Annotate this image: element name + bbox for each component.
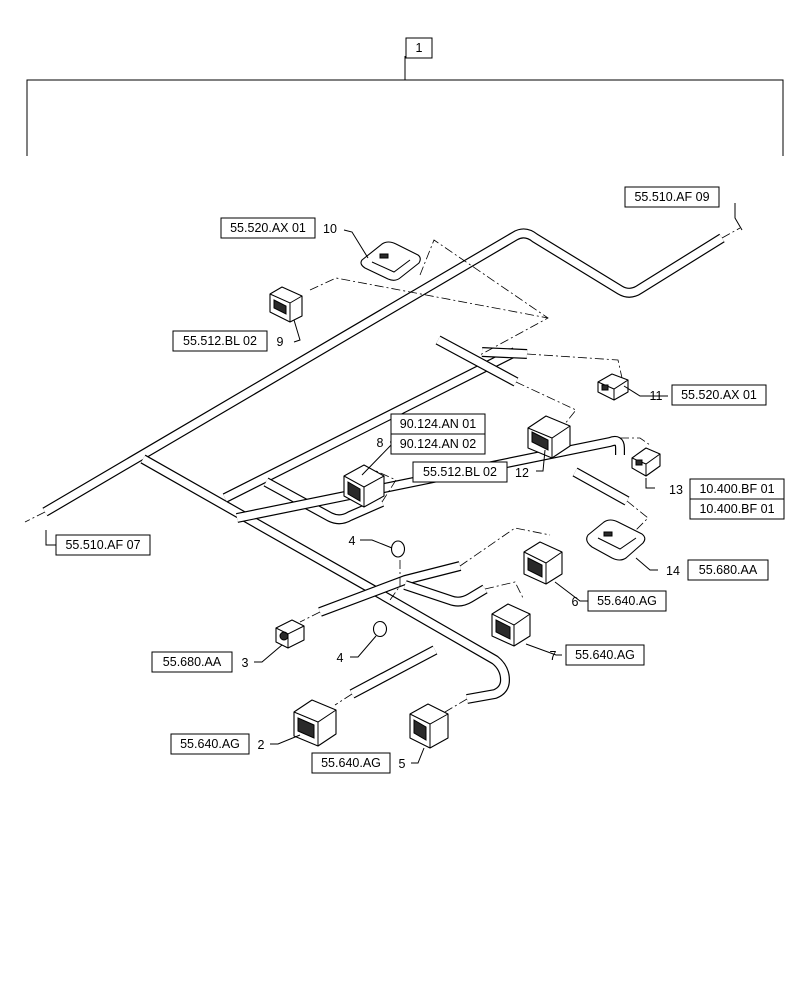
connector-3 (275, 619, 305, 649)
ref-box-9: 55.512.BL 02 (172, 330, 268, 352)
ref-label-13b: 10.400.BF 01 (699, 502, 774, 516)
ref-label-9: 55.512.BL 02 (183, 334, 257, 348)
connector-11 (597, 373, 629, 401)
ref-label-5: 55.640.AG (321, 756, 381, 770)
connector-2 (293, 699, 337, 747)
callout-8: 8 (377, 436, 384, 450)
connector-12 (527, 415, 571, 459)
callout-4-lower: 4 (337, 651, 344, 665)
assembly-item-number: 1 (416, 41, 423, 55)
callout-5: 5 (399, 757, 406, 771)
callout-3: 3 (242, 656, 249, 670)
ref-label-13a: 10.400.BF 01 (699, 482, 774, 496)
ref-label-10: 55.520.AX 01 (230, 221, 306, 235)
ref-box-13: 10.400.BF 01 10.400.BF 01 (689, 478, 785, 520)
callout-10: 10 (323, 222, 337, 236)
callout-7: 7 (550, 649, 557, 663)
ref-box-left: 55.510.AF 07 (55, 534, 151, 556)
connector-10 (360, 241, 421, 281)
ref-label-14: 55.680.AA (699, 563, 758, 577)
ref-box-5: 55.640.AG (311, 752, 391, 774)
callout-13: 13 (669, 483, 683, 497)
assembly-item-box: 1 (405, 37, 433, 59)
connection-lines (24, 227, 741, 713)
connector-9 (269, 286, 303, 323)
callout-11: 11 (650, 389, 663, 403)
ref-label-left: 55.510.AF 07 (65, 538, 140, 552)
ref-box-2: 55.640.AG (170, 733, 250, 755)
ref-box-top-right: 55.510.AF 09 (624, 186, 720, 208)
ref-box-8: 90.124.AN 01 90.124.AN 02 (390, 413, 486, 455)
ref-box-7: 55.640.AG (565, 644, 645, 666)
ref-box-3: 55.680.AA (151, 651, 233, 673)
callout-9: 9 (277, 335, 284, 349)
connector-5 (409, 703, 449, 749)
callout-2: 2 (258, 738, 265, 752)
ref-box-10: 55.520.AX 01 (220, 217, 316, 239)
ref-label-12: 55.512.BL 02 (423, 465, 497, 479)
connector-7 (491, 603, 531, 647)
harness-tubes (42, 228, 725, 704)
ref-label-top-right: 55.510.AF 09 (634, 190, 709, 204)
ref-label-11: 55.520.AX 01 (681, 388, 757, 402)
ref-label-8a: 90.124.AN 01 (400, 417, 476, 431)
ref-box-12: 55.512.BL 02 (412, 461, 508, 483)
ref-label-2: 55.640.AG (180, 737, 240, 751)
connector-13 (631, 447, 661, 477)
ref-box-14: 55.680.AA (687, 559, 769, 581)
connector-8 (343, 464, 385, 508)
connector-6 (523, 541, 563, 585)
ref-label-3: 55.680.AA (163, 655, 222, 669)
ref-box-6: 55.640.AG (587, 590, 667, 612)
callout-4-upper: 4 (349, 534, 356, 548)
assembly-bracket: 1 (26, 37, 784, 156)
callout-14: 14 (666, 564, 680, 578)
ref-label-8b: 90.124.AN 02 (400, 437, 476, 451)
ref-label-6: 55.640.AG (597, 594, 657, 608)
clip-4-upper (390, 540, 406, 558)
ref-box-11: 55.520.AX 01 (671, 384, 767, 406)
clip-4-lower (372, 620, 388, 638)
callout-numbers: 10 9 11 8 12 13 4 14 6 4 7 3 2 5 (242, 222, 683, 771)
callout-6: 6 (572, 595, 579, 609)
connector-14 (586, 519, 646, 561)
callout-12: 12 (515, 466, 529, 480)
ref-label-7: 55.640.AG (575, 648, 635, 662)
